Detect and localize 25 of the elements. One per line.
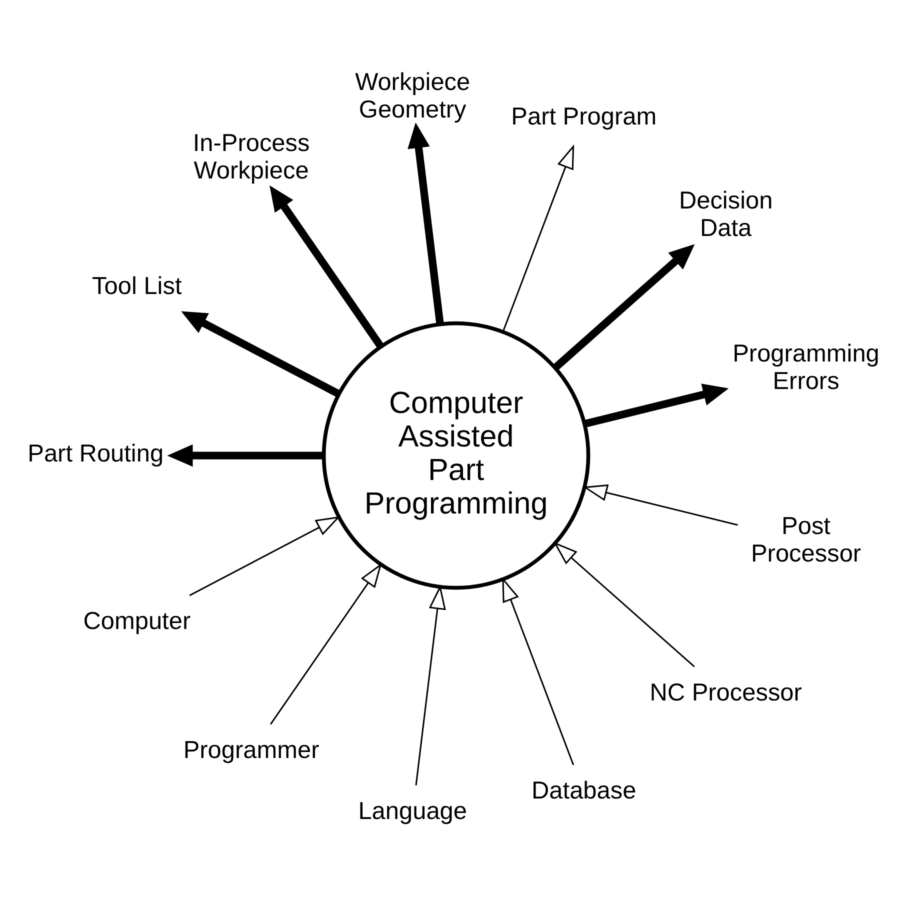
node-text: Part Program xyxy=(511,103,657,130)
arrow xyxy=(181,311,340,398)
node-text: Computer xyxy=(83,608,191,635)
arrow xyxy=(270,185,384,349)
arrow xyxy=(270,563,382,725)
arrow xyxy=(408,122,444,324)
node-text: In-Process Workpiece xyxy=(192,130,310,184)
node-text: Programming Errors xyxy=(732,340,880,395)
node-text: Database xyxy=(532,777,636,804)
arrow xyxy=(502,577,574,766)
node-text: Post Processor xyxy=(750,512,862,568)
node-text: Workpiece Geometry xyxy=(355,68,470,124)
arrow xyxy=(584,384,729,428)
arrow xyxy=(167,444,324,467)
node-text: Programmer xyxy=(183,737,320,764)
node-text: Language xyxy=(358,798,468,826)
arrow xyxy=(189,516,340,596)
arrow xyxy=(552,244,695,370)
arrow xyxy=(553,542,695,668)
arrow xyxy=(415,584,446,786)
node-text: NC Processor xyxy=(650,679,802,706)
arrow xyxy=(502,144,574,332)
node-text: Tool List xyxy=(92,272,182,300)
node-text: Decision Data xyxy=(678,188,773,242)
node-text: Part Routing xyxy=(28,440,164,468)
